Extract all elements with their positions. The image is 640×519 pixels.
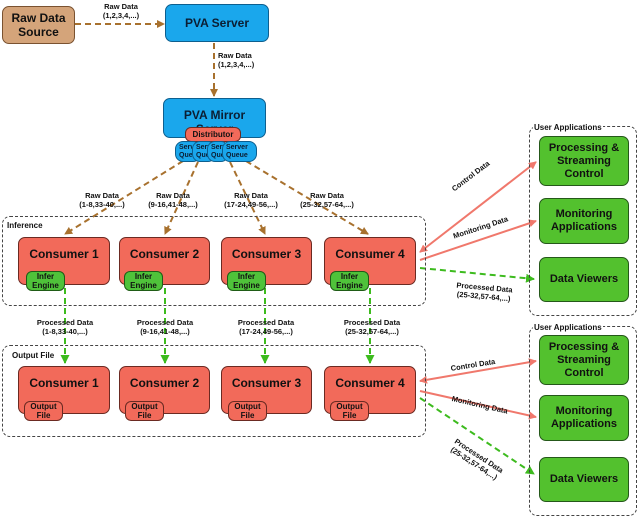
arrow-processed-top (419, 267, 535, 283)
inference-consumer-3: Consumer 3 (221, 237, 312, 285)
output-file-section-title: Output File (12, 351, 55, 360)
consumer-label: Consumer 2 (129, 247, 200, 261)
output-file-4: Output File (330, 401, 369, 421)
raw-data-source-node: Raw Data Source (2, 6, 75, 44)
consumer-label: Consumer 4 (335, 376, 405, 390)
edge-label-raw-c3: Raw Data (17-24,49-56,...) (224, 191, 278, 209)
arrow-processed-bottom (419, 397, 535, 475)
arrow-monitoring-bottom (419, 390, 537, 420)
arrow-mirror-to-c2 (164, 161, 199, 235)
infer-engine-3: Infer Engine (227, 271, 266, 291)
infer-engine-1: Infer Engine (26, 271, 65, 291)
consumer-label: Consumer 1 (29, 376, 99, 390)
edge-label-raw-top: Raw Data (1,2,3,4,...) (102, 2, 140, 20)
consumer-label: Consumer 3 (231, 247, 302, 261)
inference-consumer-4: Consumer 4 (324, 237, 416, 285)
consumer-label: Consumer 1 (29, 247, 99, 261)
consumer-label: Consumer 3 (231, 376, 302, 390)
app-processing-streaming-control-top: Processing & Streaming Control (539, 136, 629, 186)
app-data-viewers-bottom: Data Viewers (539, 457, 629, 502)
app-processing-streaming-control-bottom: Processing & Streaming Control (539, 335, 629, 385)
output-file-1: Output File (24, 401, 63, 421)
app-data-viewers-top: Data Viewers (539, 257, 629, 302)
output-file-2: Output File (125, 401, 164, 421)
edge-label-raw-c2: Raw Data (9-16,41-48,...) (148, 191, 198, 209)
edge-label-proc-c4: Processed Data (25-32,57-64,...) (343, 318, 401, 336)
server-queue-4: Server Queue (222, 141, 257, 162)
distributor-node: Distributor (185, 127, 241, 142)
edge-label-proc-c1: Processed Data (1-8,33-40,...) (36, 318, 94, 336)
inference-group (2, 216, 426, 306)
edge-label-raw-c4: Raw Data (25-32,57-64,...) (300, 191, 354, 209)
pva-server-node: PVA Server (165, 4, 269, 42)
output-file-3: Output File (228, 401, 267, 421)
arrow-control-bottom (419, 358, 537, 384)
user-apps-bottom-title: User Applications (533, 323, 603, 332)
infer-engine-2: Infer Engine (124, 271, 163, 291)
app-monitoring-bottom: Monitoring Applications (539, 395, 629, 441)
arrow-mirror-to-c4 (245, 160, 369, 235)
infer-engine-4: Infer Engine (330, 271, 369, 291)
output-file-group (2, 345, 426, 437)
consumer-label: Consumer 4 (335, 247, 405, 261)
inference-section-title: Inference (7, 221, 43, 230)
edge-label-raw-mid: Raw Data (1,2,3,4,...) (218, 51, 255, 69)
app-monitoring-top: Monitoring Applications (539, 198, 629, 244)
arrow-mirror-to-c1 (64, 160, 184, 235)
arrow-mirror-to-c3 (229, 161, 266, 235)
user-apps-top-title: User Applications (533, 123, 603, 132)
edge-label-raw-c1: Raw Data (1-8,33-40,...) (79, 191, 125, 209)
consumer-label: Consumer 2 (129, 376, 200, 390)
edge-label-proc-c2: Processed Data (9-16,41-48,...) (136, 318, 194, 336)
arrow-monitoring-top (419, 219, 537, 261)
arrow-control-top (419, 161, 537, 253)
edge-label-proc-c3: Processed Data (17-24,49-56,...) (237, 318, 295, 336)
